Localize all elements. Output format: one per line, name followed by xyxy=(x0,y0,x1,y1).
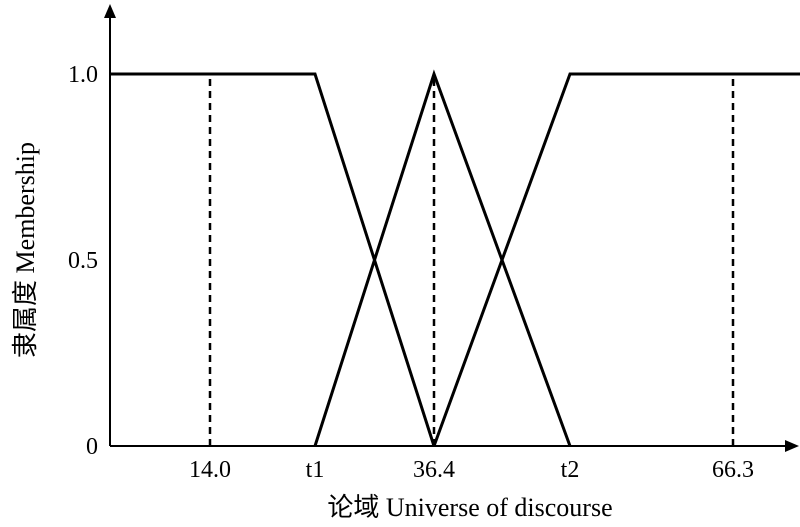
y-tick-label-1: 0 xyxy=(86,434,98,460)
y-tick-labels: 0 0.5 1.0 xyxy=(68,62,98,460)
y-axis-label: 隶属度 Membership xyxy=(11,142,40,358)
membership-line-3 xyxy=(432,72,800,447)
x-tick-label-5: 66.3 xyxy=(712,457,754,483)
x-tick-label-3: 36.4 xyxy=(413,457,455,483)
plot-marks xyxy=(110,69,800,447)
y-tick-label-3: 1.0 xyxy=(68,62,98,88)
x-tick-label-1: 14.0 xyxy=(189,457,231,483)
axes xyxy=(104,4,799,452)
y-tick-label-2: 0.5 xyxy=(68,248,98,274)
x-tick-label-4: t2 xyxy=(561,457,580,483)
membership-line-2 xyxy=(313,69,572,447)
x-tick-labels: 14.0 t1 36.4 t2 66.3 xyxy=(189,457,754,483)
y-axis-arrow xyxy=(104,4,116,18)
x-axis-arrow xyxy=(785,440,799,452)
membership-line-1 xyxy=(110,72,436,447)
x-axis-label: 论域 Universe of discourse xyxy=(327,493,612,522)
x-tick-label-2: t1 xyxy=(306,457,325,483)
